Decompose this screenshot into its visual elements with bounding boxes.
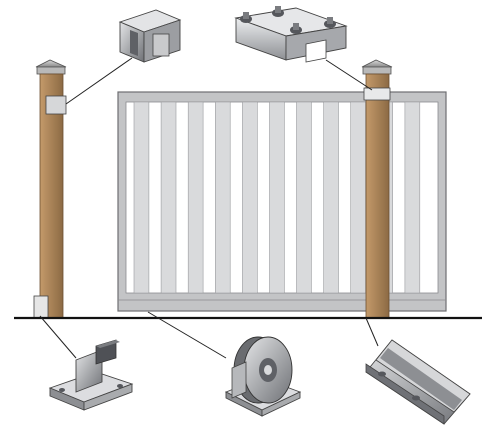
leader-bottom-catcher	[39, 315, 77, 359]
bottom-catcher-mount	[33, 295, 49, 319]
gate-picket	[242, 101, 258, 294]
leader-upper-roller	[325, 59, 373, 91]
top-catcher-mount	[45, 95, 67, 115]
left-post	[33, 59, 67, 319]
roller-guide-icon	[234, 6, 348, 63]
leader-top-catcher	[65, 57, 133, 105]
gate-picket	[215, 101, 231, 294]
gate-picket	[133, 101, 150, 294]
gate-picket	[187, 101, 204, 294]
leader-guide-rail	[365, 317, 379, 347]
upper-roller-mount	[363, 87, 391, 101]
rail-profile-icon	[365, 339, 471, 425]
gate-picket	[296, 101, 312, 294]
leader-end-roller	[147, 311, 227, 359]
right-post	[361, 59, 393, 319]
gate-picket	[323, 101, 339, 294]
floor-catcher-icon	[48, 339, 134, 411]
end-roller-icon	[224, 336, 302, 417]
gate-picket	[404, 101, 421, 294]
u-bracket-icon	[118, 9, 182, 63]
gate-picket	[350, 101, 366, 294]
gate-picket	[160, 101, 177, 294]
leader-lines	[39, 57, 379, 359]
gate-picket	[269, 101, 285, 294]
